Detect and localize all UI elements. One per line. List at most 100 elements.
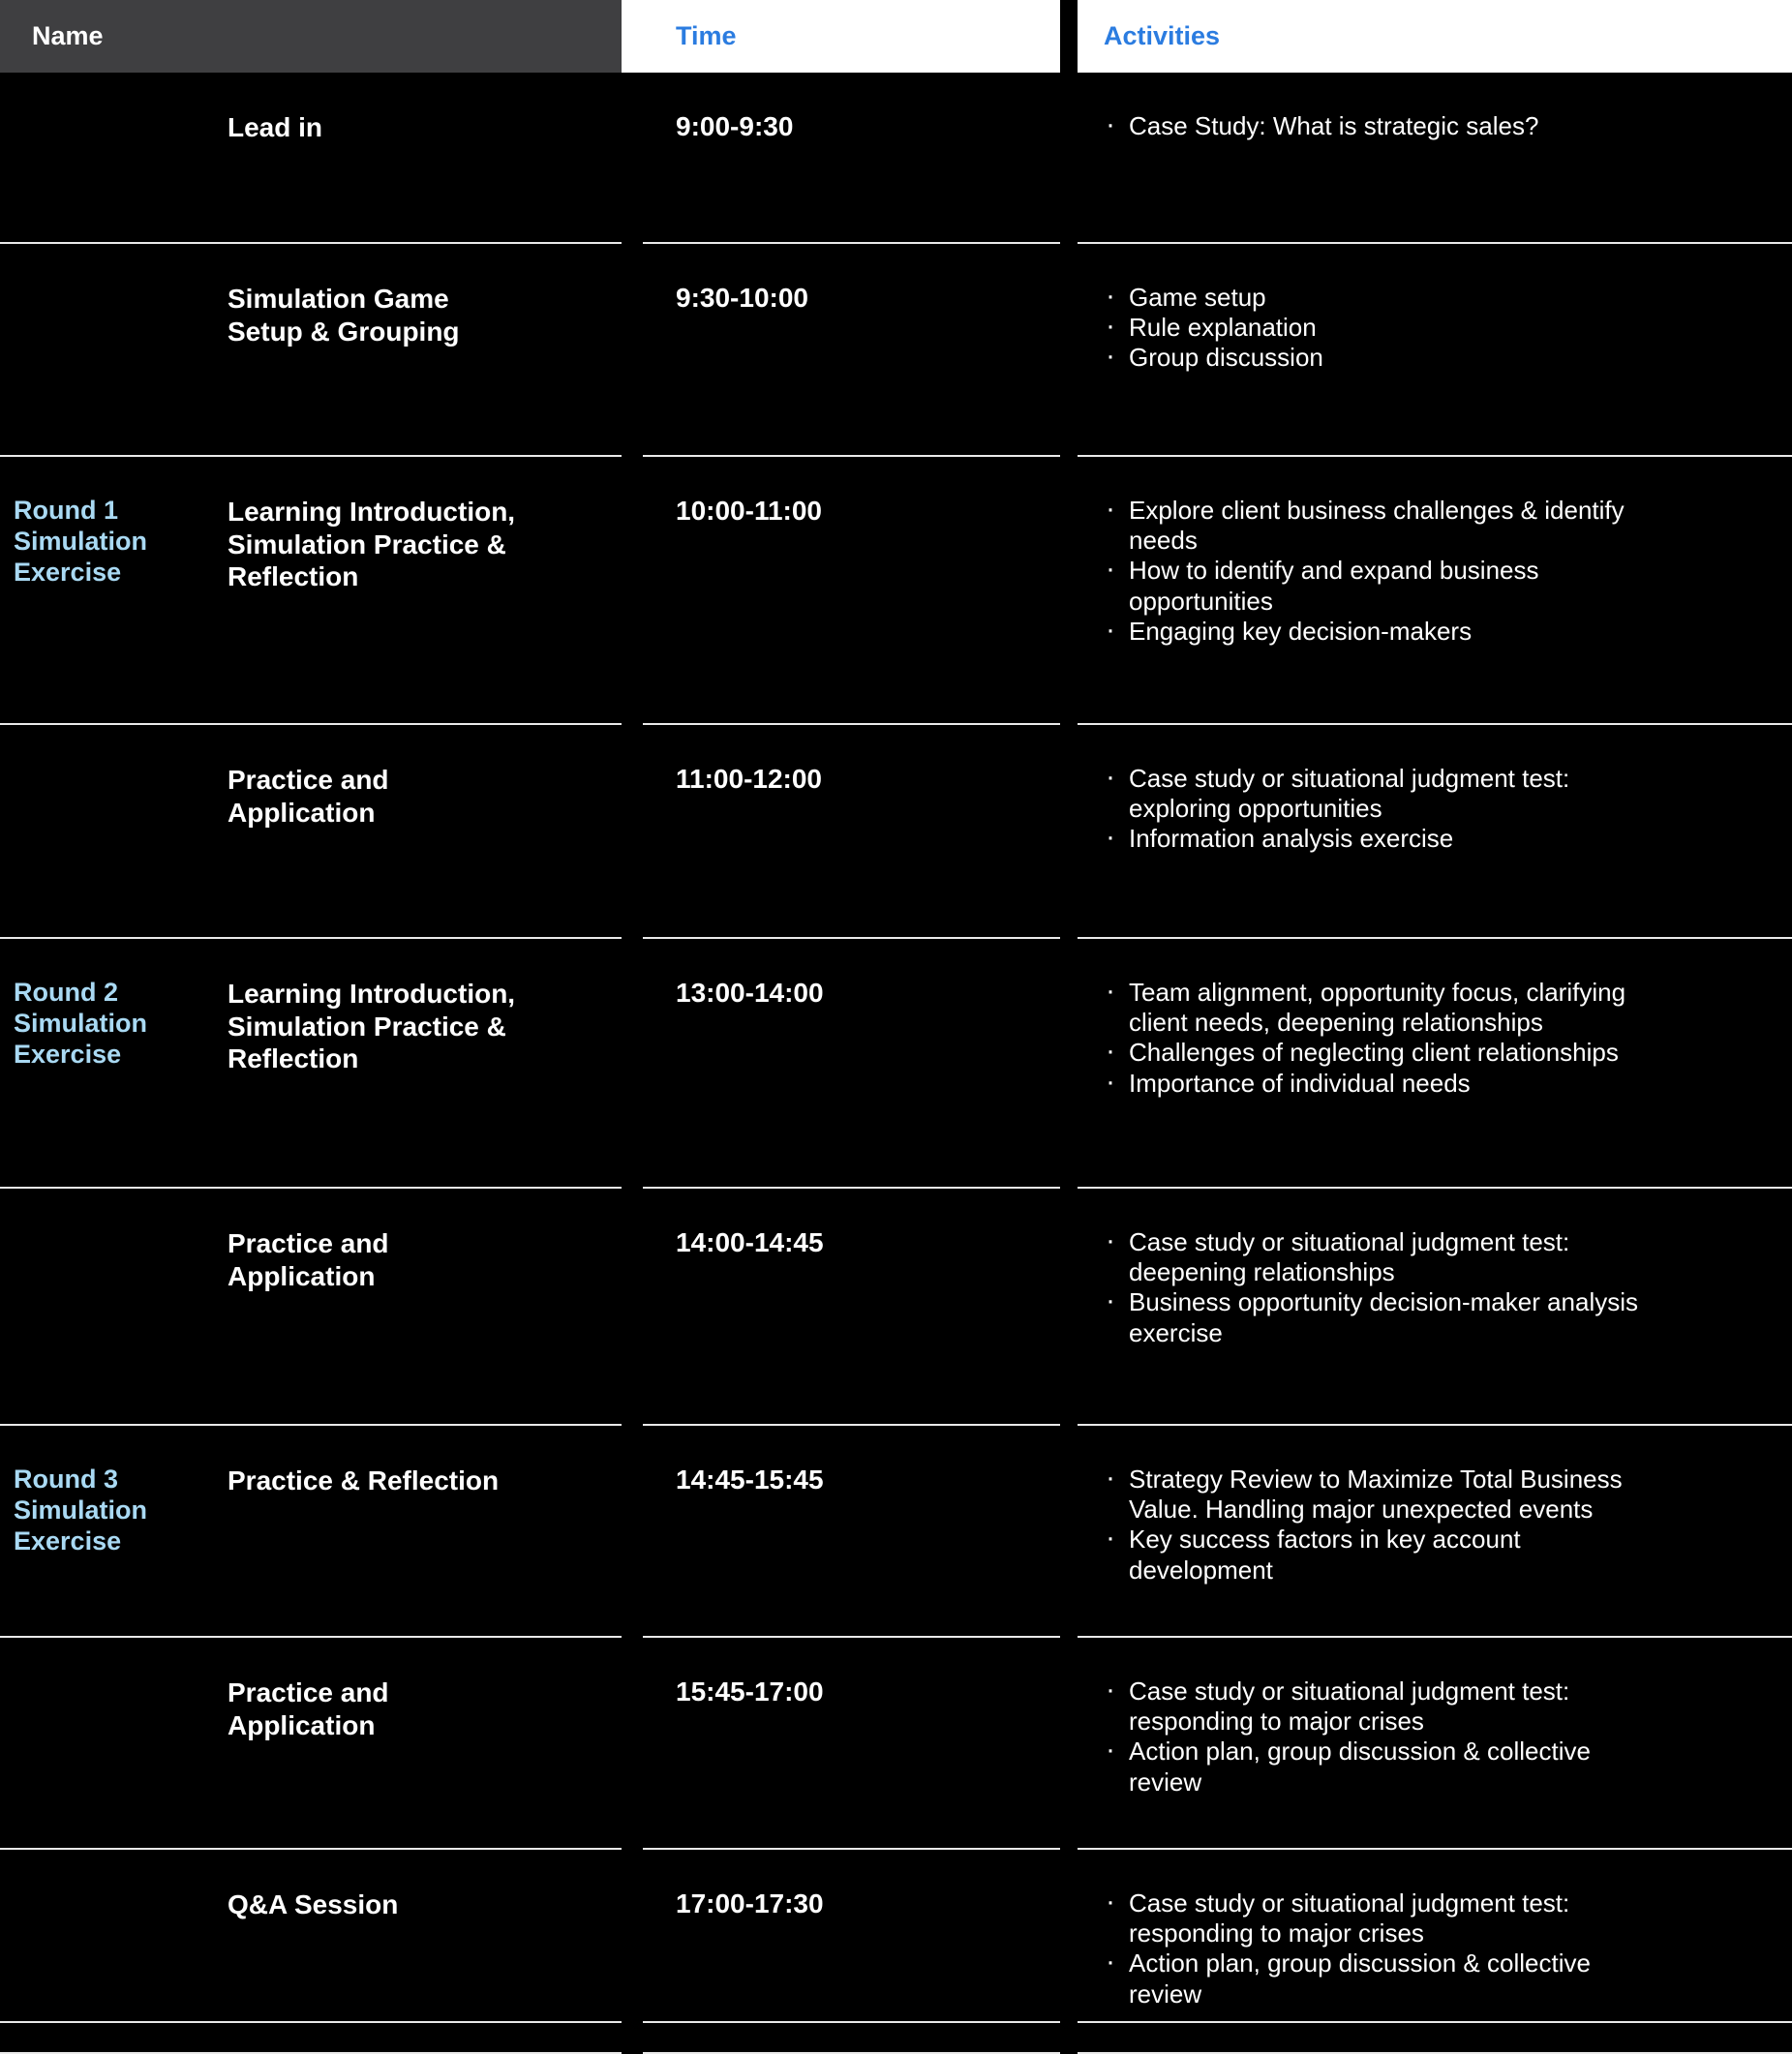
activity-item: · Group discussion	[1104, 340, 1763, 373]
activity-text: Importance of individual needs	[1129, 1068, 1471, 1098]
activity-text: Team alignment, opportunity focus, clari…	[1129, 978, 1626, 1038]
activity-text: Action plan, group discussion & collecti…	[1129, 1737, 1591, 1797]
activity-item: · How to identify and expand business opp…	[1104, 553, 1763, 616]
activity-text: Action plan, group discussion & collecti…	[1129, 1948, 1591, 2009]
activity-item: · Challenges of neglecting client relatio…	[1104, 1035, 1763, 1068]
activities-list: · Case study or situational judgment test…	[1104, 1675, 1763, 1797]
activities-cell: · Case study or situational judgment test…	[1078, 1850, 1792, 2023]
bullet-dot: ·	[1106, 108, 1115, 140]
column-gap	[622, 1850, 643, 2023]
bullet-dot: ·	[1106, 553, 1115, 586]
time-value: 10:00-11:00	[676, 496, 823, 526]
column-gap	[1060, 1189, 1078, 1426]
bullet-dot: ·	[1106, 1224, 1115, 1256]
activities-list: · Case study or situational judgment test…	[1104, 1224, 1763, 1348]
bullet-dot: ·	[1106, 280, 1115, 312]
activity-item: · Key success factors in key account deve…	[1104, 1522, 1763, 1585]
activities-cell: · Team alignment, opportunity focus, clar…	[1078, 939, 1792, 1189]
time-cell: 9:30-10:00	[643, 244, 1060, 457]
activity-text: Case study or situational judgment test:…	[1129, 1888, 1570, 1948]
partial-cell	[1078, 2023, 1792, 2054]
activity-item: · Team alignment, opportunity focus, clar…	[1104, 975, 1763, 1038]
activity-text: Case study or situational judgment test:…	[1129, 1676, 1570, 1737]
activity-item: ·Case study or situational judgment test…	[1104, 762, 1763, 824]
column-gap	[1060, 725, 1078, 939]
activity-item: · Case study or situational judgment test…	[1104, 1886, 1763, 1948]
bullet-dot: ·	[1106, 493, 1115, 525]
activity-text: Key success factors in key account devel…	[1129, 1525, 1521, 1585]
bullet-dot: ·	[1106, 821, 1115, 854]
column-gap	[622, 244, 643, 457]
session-title: Learning Introduction, Simulation Practi…	[228, 979, 516, 1074]
time-column-header: Time	[643, 0, 1060, 73]
activity-item: · Action plan, group discussion & collect…	[1104, 1946, 1763, 2009]
column-gap	[622, 73, 643, 244]
activity-text: Group discussion	[1129, 343, 1323, 373]
activities-list: · Case study or situational judgment test…	[1104, 1886, 1763, 2009]
session-title: Practice and Application	[228, 1228, 389, 1291]
bullet-dot: ·	[1106, 613, 1115, 646]
session-title: Learning Introduction, Simulation Practi…	[228, 497, 516, 592]
time-value: 14:45-15:45	[676, 1465, 824, 1495]
activities-cell: · Game setup·Rule explanation· Group discu…	[1078, 244, 1792, 457]
activity-text: Challenges of neglecting client relation…	[1129, 1038, 1619, 1068]
activity-item: · Importance of individual needs	[1104, 1065, 1763, 1099]
activity-text: Information analysis exercise	[1129, 824, 1454, 854]
activities-list: ·Strategy Review to Maximize Total Busin…	[1104, 1463, 1763, 1586]
activity-text: How to identify and expand business oppo…	[1129, 556, 1539, 616]
bullet-dot: ·	[1106, 340, 1115, 373]
activities-cell: · Case study or situational judgment test…	[1078, 1189, 1792, 1426]
column-gap	[1060, 1426, 1078, 1638]
bullet-dot: ·	[1106, 1734, 1115, 1767]
name-column-header-label: Name	[32, 21, 104, 50]
time-cell: 13:00-14:00	[643, 939, 1060, 1189]
session-title: Practice & Reflection	[228, 1465, 500, 1495]
time-cell: 15:45-17:00	[643, 1638, 1060, 1850]
activity-item: ·Case study or situational judgment test…	[1104, 1675, 1763, 1737]
name-column-header: Name	[0, 0, 622, 73]
bullet-dot: ·	[1106, 1522, 1115, 1555]
time-value: 9:00-9:30	[676, 111, 794, 141]
time-cell: 14:00-14:45	[643, 1189, 1060, 1426]
activity-text: Game setup	[1129, 283, 1266, 312]
column-gap	[622, 1426, 643, 1638]
time-value: 14:00-14:45	[676, 1227, 824, 1257]
column-gap	[622, 457, 643, 725]
activities-list: · Game setup·Rule explanation· Group discu…	[1104, 280, 1763, 374]
bullet-dot: ·	[1106, 1946, 1115, 1978]
activity-item: ·Rule explanation	[1104, 311, 1763, 343]
column-gap	[1060, 939, 1078, 1189]
activities-cell: ·Case study or situational judgment test…	[1078, 725, 1792, 939]
activity-text: Case study or situational judgment test:…	[1129, 1227, 1570, 1287]
column-gap	[1060, 73, 1078, 244]
name-cell: Q&A Session	[0, 1850, 622, 2023]
bullet-dot: ·	[1106, 1035, 1115, 1068]
time-column-header-label: Time	[676, 21, 737, 50]
time-value: 11:00-12:00	[676, 764, 823, 794]
table-header-row: Name Time Activities	[0, 0, 1792, 73]
column-gap	[622, 725, 643, 939]
activity-text: Case Study: What is strategic sales?	[1129, 111, 1539, 140]
time-cell: 9:00-9:30	[643, 73, 1060, 244]
time-cell: 14:45-15:45	[643, 1426, 1060, 1638]
activity-item: · Action plan, group discussion & collect…	[1104, 1734, 1763, 1797]
activities-column-header-label: Activities	[1104, 21, 1221, 50]
session-title: Practice and Application	[228, 765, 389, 828]
bullet-dot: ·	[1106, 1284, 1115, 1317]
activity-item: · Case Study: What is strategic sales?	[1104, 108, 1763, 141]
activity-item: ·Explore client business challenges & id…	[1104, 493, 1763, 556]
bullet-dot: ·	[1106, 1886, 1115, 1918]
activities-cell: ·Explore client business challenges & id…	[1078, 457, 1792, 725]
activities-list: · Team alignment, opportunity focus, clar…	[1104, 975, 1763, 1099]
name-cell: Practice and Application	[0, 1189, 622, 1426]
activity-text: Engaging key decision-makers	[1129, 616, 1473, 646]
bullet-dot: ·	[1106, 975, 1115, 1007]
column-gap	[1060, 457, 1078, 725]
time-cell: 17:00-17:30	[643, 1850, 1060, 2023]
partial-cell	[643, 2023, 1060, 2054]
bullet-dot: ·	[1106, 1065, 1115, 1098]
activity-item: · Case study or situational judgment test…	[1104, 1224, 1763, 1287]
